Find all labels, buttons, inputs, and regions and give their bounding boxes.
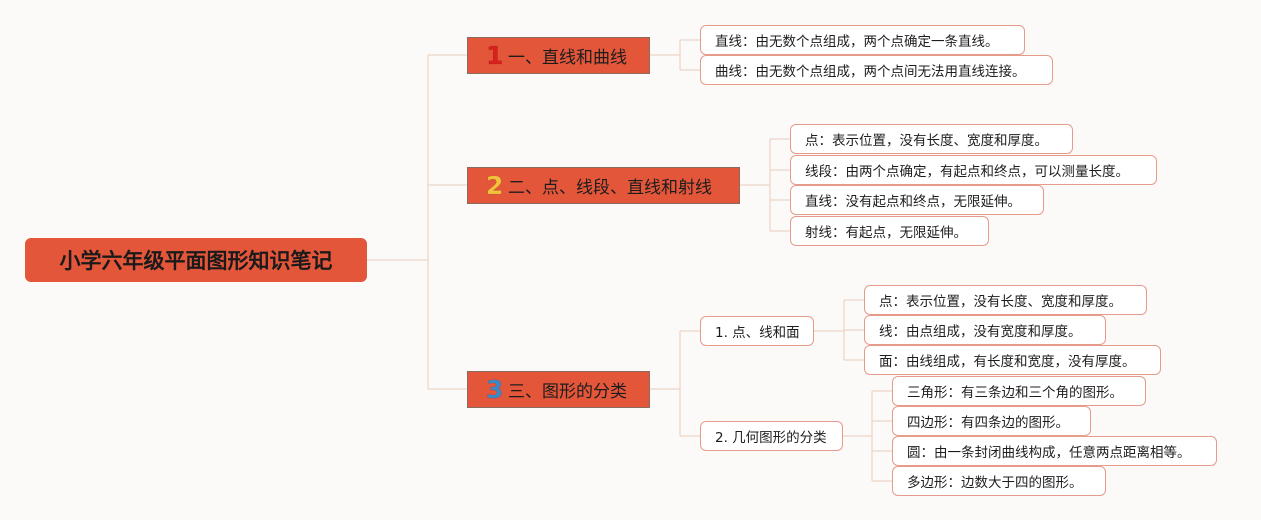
- branch-2-node[interactable]: 2 二、点、线段、直线和射线: [467, 167, 740, 204]
- root-node-title[interactable]: 小学六年级平面图形知识笔记: [25, 238, 367, 282]
- branch-2-number: 2: [486, 171, 504, 201]
- leaf-straight-line[interactable]: 直线：由无数个点组成，两个点确定一条直线。: [700, 25, 1025, 55]
- root-title-text: 小学六年级平面图形知识笔记: [59, 249, 333, 273]
- leaf-text: 圆：由一条封闭曲线构成，任意两点距离相等。: [907, 445, 1191, 461]
- leaf-point[interactable]: 点：表示位置，没有长度、宽度和厚度。: [790, 124, 1073, 154]
- sub-node-shape-classification[interactable]: 2. 几何图形的分类: [700, 421, 843, 451]
- sub-node-point-line-surface[interactable]: 1. 点、线和面: [700, 316, 814, 346]
- leaf-segment[interactable]: 线段：由两个点确定，有起点和终点，可以测量长度。: [790, 155, 1157, 185]
- leaf-text: 线：由点组成，没有宽度和厚度。: [879, 324, 1082, 340]
- leaf-text: 直线：没有起点和终点，无限延伸。: [805, 194, 1021, 210]
- leaf-triangle[interactable]: 三角形：有三条边和三个角的图形。: [892, 376, 1146, 406]
- branch-3-number: 3: [486, 375, 504, 405]
- leaf-text: 三角形：有三条边和三个角的图形。: [907, 385, 1123, 401]
- leaf-circle[interactable]: 圆：由一条封闭曲线构成，任意两点距离相等。: [892, 436, 1217, 466]
- leaf-quadrilateral[interactable]: 四边形：有四条边的图形。: [892, 406, 1091, 436]
- leaf-text: 线段：由两个点确定，有起点和终点，可以测量长度。: [805, 164, 1129, 180]
- leaf-text: 射线：有起点，无限延伸。: [805, 225, 967, 241]
- leaf-text: 曲线：由无数个点组成，两个点间无法用直线连接。: [715, 64, 1026, 80]
- leaf-curve[interactable]: 曲线：由无数个点组成，两个点间无法用直线连接。: [700, 55, 1053, 85]
- leaf-text: 直线：由无数个点组成，两个点确定一条直线。: [715, 34, 999, 50]
- leaf-text: 点：表示位置，没有长度、宽度和厚度。: [879, 294, 1122, 310]
- leaf-polygon[interactable]: 多边形：边数大于四的图形。: [892, 466, 1106, 496]
- leaf-text: 面：由线组成，有长度和宽度，没有厚度。: [879, 354, 1136, 370]
- branch-1-label: 一、直线和曲线: [508, 48, 627, 68]
- sub-label: 1. 点、线和面: [715, 325, 800, 341]
- leaf-text: 四边形：有四条边的图形。: [907, 415, 1069, 431]
- branch-3-label: 三、图形的分类: [508, 382, 627, 402]
- branch-1-node[interactable]: 1 一、直线和曲线: [467, 37, 650, 74]
- leaf-point-2[interactable]: 点：表示位置，没有长度、宽度和厚度。: [864, 285, 1147, 315]
- sub-label: 2. 几何图形的分类: [715, 430, 827, 446]
- leaf-line-2[interactable]: 线：由点组成，没有宽度和厚度。: [864, 315, 1106, 345]
- leaf-ray[interactable]: 射线：有起点，无限延伸。: [790, 216, 989, 246]
- leaf-surface[interactable]: 面：由线组成，有长度和宽度，没有厚度。: [864, 345, 1161, 375]
- branch-2-label: 二、点、线段、直线和射线: [508, 178, 712, 198]
- branch-1-number: 1: [486, 41, 504, 71]
- leaf-line[interactable]: 直线：没有起点和终点，无限延伸。: [790, 185, 1044, 215]
- branch-3-node[interactable]: 3 三、图形的分类: [467, 371, 650, 408]
- leaf-text: 点：表示位置，没有长度、宽度和厚度。: [805, 133, 1048, 149]
- leaf-text: 多边形：边数大于四的图形。: [907, 475, 1083, 491]
